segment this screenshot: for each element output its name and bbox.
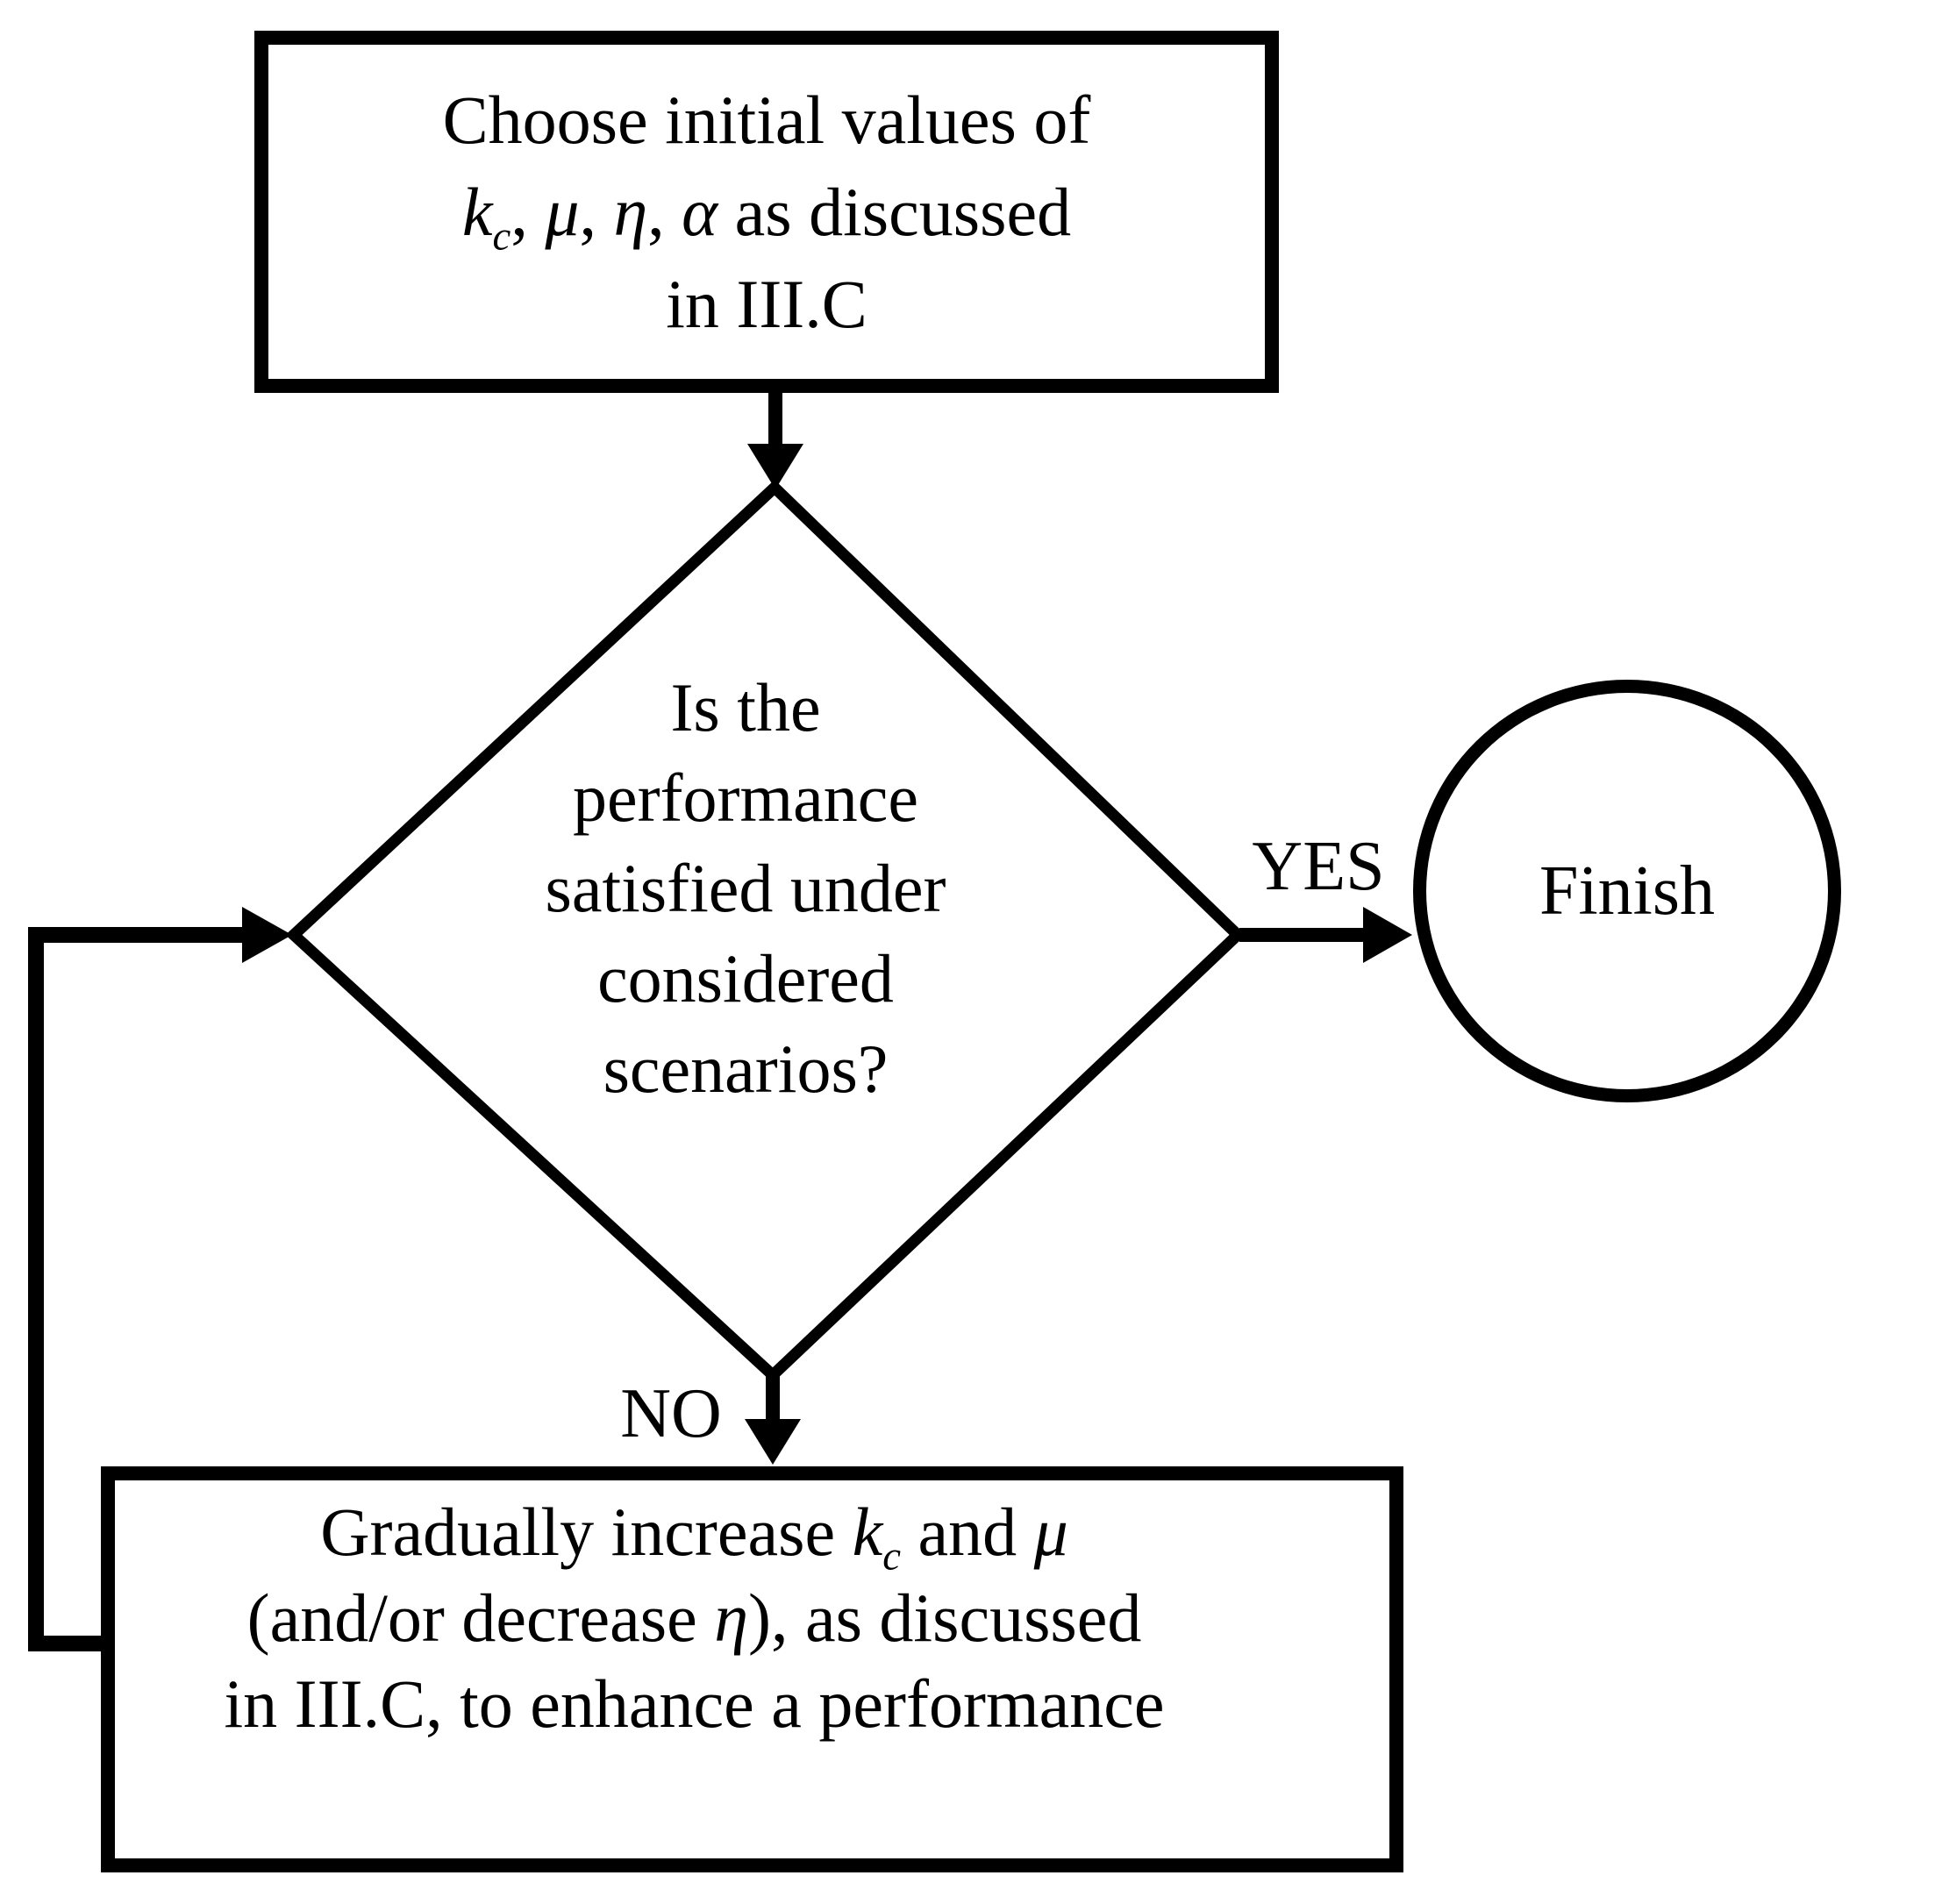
no-label: NO (620, 1374, 722, 1452)
finish-terminator: Finish (1413, 680, 1841, 1102)
decision-line: scenarios? (603, 1030, 889, 1107)
start-box-line1: Choose initial values of (442, 82, 1091, 158)
arrow-start-to-decision (747, 393, 803, 489)
arrow-decision-to-action (745, 1375, 801, 1465)
action-box: Gradually increase kc and μ (and/or decr… (101, 1466, 1403, 1872)
decision-diamond: Is the performance satisfied under consi… (386, 660, 1105, 1116)
yes-label: YES (1252, 827, 1385, 905)
finish-label: Finish (1539, 852, 1716, 930)
start-box: Choose initial values of kc, μ, η, α as … (254, 31, 1279, 393)
start-box-line2: kc, μ, η, α as discussed (461, 174, 1072, 260)
feedback-connector (28, 907, 292, 1651)
start-box-line3: in III.C (666, 266, 867, 342)
subscript-c: c (882, 1533, 901, 1580)
decision-line: Is the (670, 668, 821, 745)
action-box-line2: (and/or decrease η), as discussed (246, 1580, 1142, 1656)
decision-line: considered (597, 939, 894, 1016)
subscript-c: c (492, 213, 511, 260)
action-box-line3: in III.C, to enhance a performance (224, 1665, 1165, 1742)
arrow-decision-to-finish (1239, 907, 1412, 963)
action-box-line1: Gradually increase kc and μ (320, 1494, 1068, 1580)
decision-line: satisfied under (545, 849, 946, 926)
decision-line: performance (572, 759, 919, 836)
